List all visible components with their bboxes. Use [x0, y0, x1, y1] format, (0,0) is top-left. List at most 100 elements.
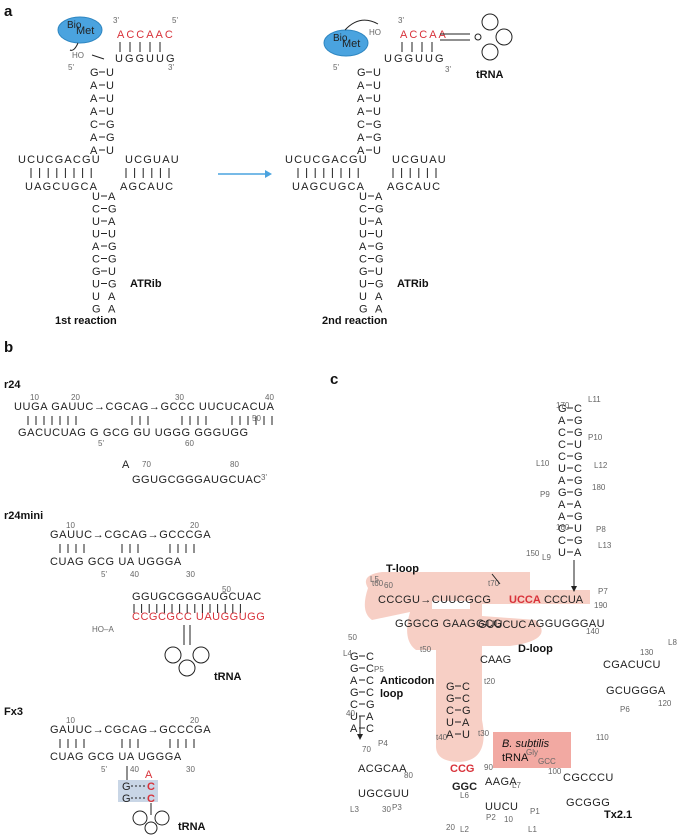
lower-right-nt: A	[375, 216, 383, 228]
fx3-a: A	[145, 769, 153, 781]
label-p3: P3	[392, 803, 402, 812]
p10-right-nt: U	[574, 523, 582, 535]
p10-right-nt: C	[574, 463, 582, 475]
p10-right-nt: G	[574, 535, 583, 547]
fx3-bottom: CUAG GCG UA UGGGA	[50, 751, 182, 763]
label-p4: P4	[378, 739, 388, 748]
lower-right-nt: A	[108, 191, 116, 203]
r24mini-label: r24mini	[4, 510, 43, 522]
stem-right-nt: U	[373, 80, 381, 92]
stem-left-nt: A	[90, 132, 98, 144]
label-p6: P6	[620, 705, 630, 714]
position-number: 110	[596, 733, 609, 742]
fx3-c2: C	[147, 793, 155, 805]
lower-left-nt: U	[92, 191, 100, 203]
r24mini-prime5: 5'	[101, 570, 107, 579]
p10-left-nt: A	[558, 415, 566, 427]
stem-right-nt: G	[373, 119, 382, 131]
stem-left-nt: A	[357, 80, 365, 92]
p10-left-nt: G	[558, 403, 567, 415]
prime3-1: 3'	[113, 16, 119, 25]
trna-cloverleaf-b	[164, 625, 210, 677]
trna-gly: tRNA	[502, 752, 529, 764]
stem-right-nt: U	[373, 145, 381, 157]
p10-right-nt: G	[574, 451, 583, 463]
lower-right-nt: G	[108, 204, 117, 216]
label-l6: L6	[460, 791, 469, 800]
bottom-mid-a: AAGA	[485, 776, 517, 788]
lower-right-nt: G	[108, 279, 117, 291]
p10-left-nt: C	[558, 523, 566, 535]
p10-left-nt: C	[558, 451, 566, 463]
r24mini-top: GAUUC→CGCAG→GCCCGA	[50, 529, 211, 541]
fx3-top: GAUUC→CGCAG→GCCCGA	[50, 724, 211, 736]
transfer-arrow-2	[344, 19, 379, 31]
stem-right-nt: G	[106, 132, 115, 144]
position-number: 40	[346, 709, 355, 718]
p5-right-nt: C	[366, 663, 374, 675]
label-l7: L7	[512, 781, 521, 790]
lower-left-nt: U	[92, 279, 100, 291]
stem-right-nt: U	[373, 93, 381, 105]
r24-num-60: 60	[185, 439, 194, 448]
r24-num-50: 50	[252, 414, 261, 423]
prime5-2: 5'	[333, 63, 339, 72]
lower-right-nt: G	[375, 254, 384, 266]
fx3-g2: G	[122, 793, 131, 805]
stem-left-nt: G	[357, 67, 366, 79]
lower-right-nt: A	[375, 191, 383, 203]
r24-num-40: 40	[265, 393, 274, 402]
label-l12: L12	[594, 461, 608, 470]
right-arm-top: CGACUCU	[603, 659, 661, 671]
p5-left-nt: A	[350, 675, 358, 687]
position-number: 30	[382, 805, 391, 814]
fx3-num-10: 10	[66, 716, 75, 725]
r24mini-num-20: 20	[190, 521, 199, 530]
stem-left-nt: A	[90, 93, 98, 105]
anticodon-right-nt: U	[462, 729, 470, 741]
lower-right-nt: G	[375, 279, 384, 291]
ucca-arrow	[491, 573, 501, 585]
p10-right-nt: A	[574, 547, 582, 559]
tx21-label: Tx2.1	[604, 809, 632, 821]
position-number: 190	[594, 601, 608, 610]
d-top: GUUCUC	[478, 619, 526, 631]
stem-right-nt: U	[106, 93, 114, 105]
stem-left-nt: C	[90, 119, 98, 131]
lower-left-nt: A	[92, 241, 100, 253]
position-number: 70	[362, 745, 371, 754]
p10-left-nt: A	[558, 511, 566, 523]
lower-right-nt: U	[108, 266, 116, 278]
label-p10: P10	[588, 433, 603, 442]
fx3-pair-highlight	[118, 780, 158, 802]
arm-right-top-2: UCGUAU	[392, 154, 447, 166]
structure-labels: L1L2L3L4L5L6L7L8L9L10L11L12L13P1P2P3P4P5…	[343, 395, 677, 834]
r24mini-bottom: CUAG GCG UA UGGGA	[50, 556, 182, 568]
acceptor-bottom-2: UGGUUG	[384, 53, 446, 65]
lower-right-nt: A	[375, 304, 383, 316]
stem-left-nt: G	[90, 67, 99, 79]
tloop-top: CCCGU→CUUCGCG	[378, 594, 491, 606]
trna-label-b: tRNA	[214, 671, 242, 683]
acceptor-seq: CCCUA	[544, 594, 584, 606]
biomet-blob-2	[323, 29, 369, 57]
label-t30: t30	[478, 729, 490, 738]
stem-right-nt: U	[106, 145, 114, 157]
tx21-structure: B. subtilis tRNA Gly GCC T-loop D-loop A…	[343, 395, 677, 834]
position-number: 20	[446, 823, 455, 832]
biomet-blob-1	[57, 16, 103, 44]
label-l3: L3	[350, 805, 359, 814]
lower-right-nt: A	[375, 291, 383, 303]
anticodon-label-2: loop	[380, 688, 403, 700]
lower-right-nt: U	[375, 266, 383, 278]
lower-left-nt: U	[359, 279, 367, 291]
arm-right-bottom-2: AGCAUC	[387, 181, 441, 193]
panel-label-a: a	[4, 3, 13, 20]
stem-left-nt: A	[357, 132, 365, 144]
prime3-2: 3'	[398, 16, 404, 25]
anticodon-left-nt: C	[446, 705, 454, 717]
t-loop-label: T-loop	[386, 563, 419, 575]
anticodon-right-nt: G	[462, 705, 471, 717]
